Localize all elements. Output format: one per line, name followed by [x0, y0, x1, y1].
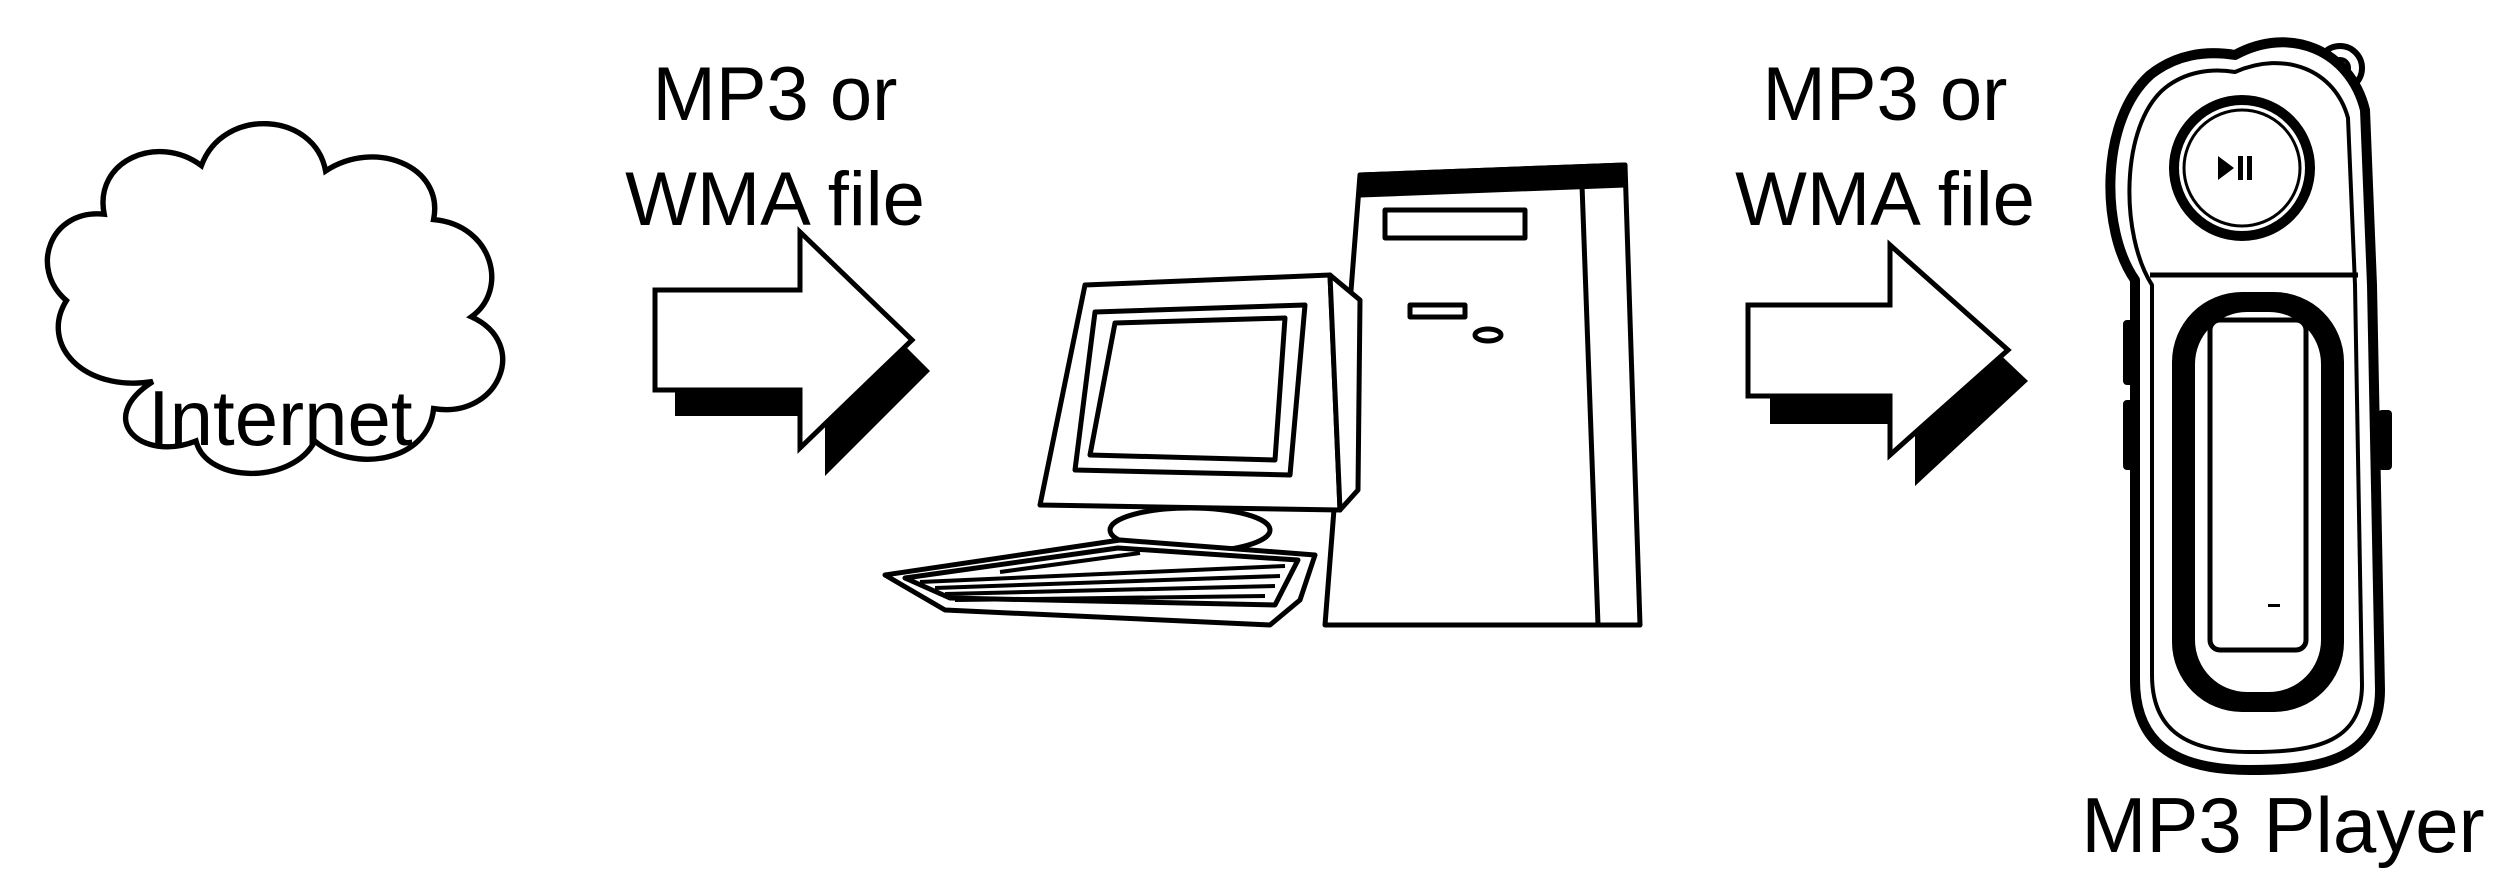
- mp3-player-icon: [2110, 42, 2392, 770]
- transfer-label-1-line2: WMA file: [625, 157, 925, 242]
- internet-label: Internet: [148, 374, 413, 462]
- arrow-right-icon: [1748, 245, 2028, 486]
- mp3-player-label: MP3 Player: [2081, 781, 2484, 869]
- desktop-computer-icon: [885, 165, 1640, 625]
- transfer-label-1-line1: MP3 or: [653, 52, 898, 137]
- arrow-right-icon: [655, 232, 930, 476]
- transfer-label-2-line2: WMA file: [1735, 157, 2035, 242]
- transfer-label-2-line1: MP3 or: [1763, 52, 2008, 137]
